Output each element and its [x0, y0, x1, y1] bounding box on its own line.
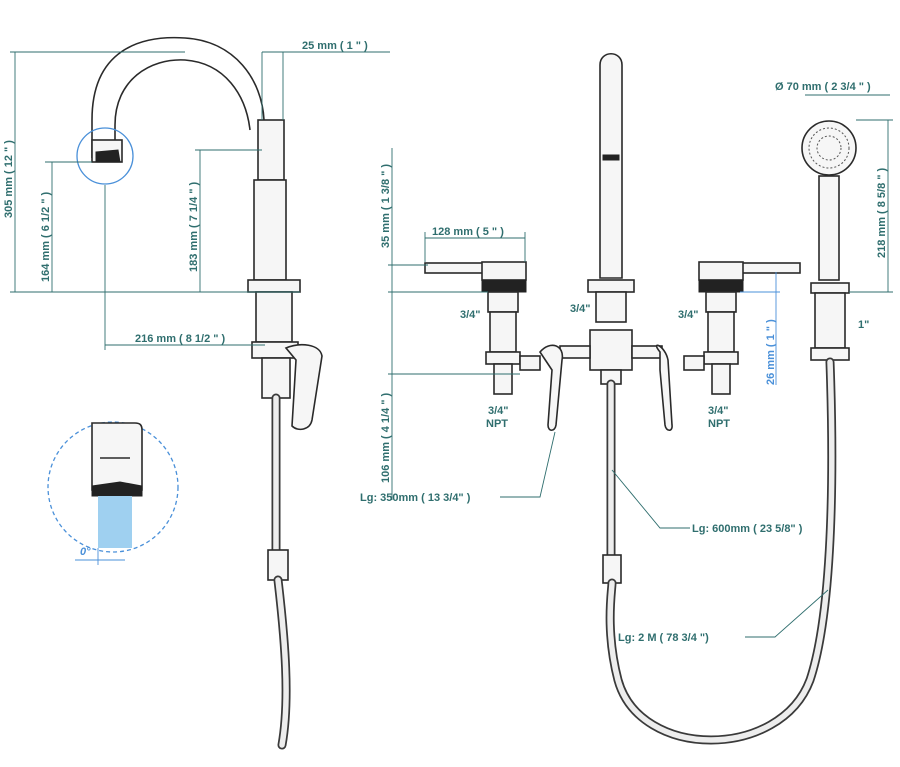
dim-handle-length: 128 mm ( 5 " ): [432, 226, 504, 238]
dimension-lines-side: [10, 51, 390, 350]
label-left-inlet: 3/4": [460, 309, 481, 321]
dim-body-height: 183 mm ( 7 1/4 " ): [188, 181, 200, 272]
water-stream: [98, 496, 132, 548]
side-lever: [284, 343, 323, 431]
label-left-npt-size: 3/4": [488, 405, 509, 417]
label-center-inlet: 3/4": [570, 303, 591, 315]
left-connector: [539, 344, 564, 432]
side-view: 25 mm ( 1 " ) 305 mm ( 12 " ) 164 mm ( 6…: [3, 36, 390, 750]
len-shower-hose: Lg: 2 M ( 78 3/4 "): [618, 632, 709, 644]
dim-handshower-len: 218 mm ( 8 5/8 " ): [876, 167, 888, 258]
label-right-inlet: 3/4": [678, 309, 699, 321]
label-right-npt-size: 3/4": [708, 405, 729, 417]
dim-spout-offset: 25 mm ( 1 " ): [302, 40, 368, 52]
dimension-lines-front: [388, 94, 893, 638]
dim-deck-thickness: 26 mm ( 1 " ): [765, 319, 777, 385]
dim-shank: 106 mm ( 4 1/4 " ): [380, 392, 392, 483]
front-view: 35 mm ( 1 3/8 " ) 128 mm ( 5 " ) 106 mm …: [360, 52, 893, 745]
len-center-hose: Lg: 600mm ( 23 5/8" ): [692, 523, 803, 535]
dim-total-height: 305 mm ( 12 " ): [3, 140, 15, 218]
handshower-head: [801, 120, 857, 176]
label-left-npt: NPT: [486, 418, 508, 430]
dim-handshower-dia: Ø 70 mm ( 2 3/4 " ): [775, 81, 871, 93]
dim-handle-height: 35 mm ( 1 3/8 " ): [380, 164, 392, 248]
right-valve-body: [707, 311, 735, 353]
handshower-holder: [810, 282, 850, 294]
label-right-npt: NPT: [708, 418, 730, 430]
label-handshower-conn: 1": [858, 319, 869, 331]
detail-marker-circle: [76, 127, 134, 185]
detail-angle-label: 0°: [80, 546, 91, 558]
outlet-detail-view: 0°: [47, 421, 179, 565]
right-connector: [655, 344, 673, 432]
left-valve-body: [489, 311, 517, 353]
len-connector: Lg: 350mm ( 13 3/4" ): [360, 492, 471, 504]
dim-reach: 216 mm ( 8 1/2 " ): [135, 333, 226, 345]
center-spout: [599, 52, 623, 279]
detail-circle: [47, 421, 179, 553]
dim-outlet-height: 164 mm ( 6 1/2 " ): [40, 191, 52, 282]
diverter-valve: [589, 329, 633, 371]
gooseneck-spout: [91, 36, 265, 158]
